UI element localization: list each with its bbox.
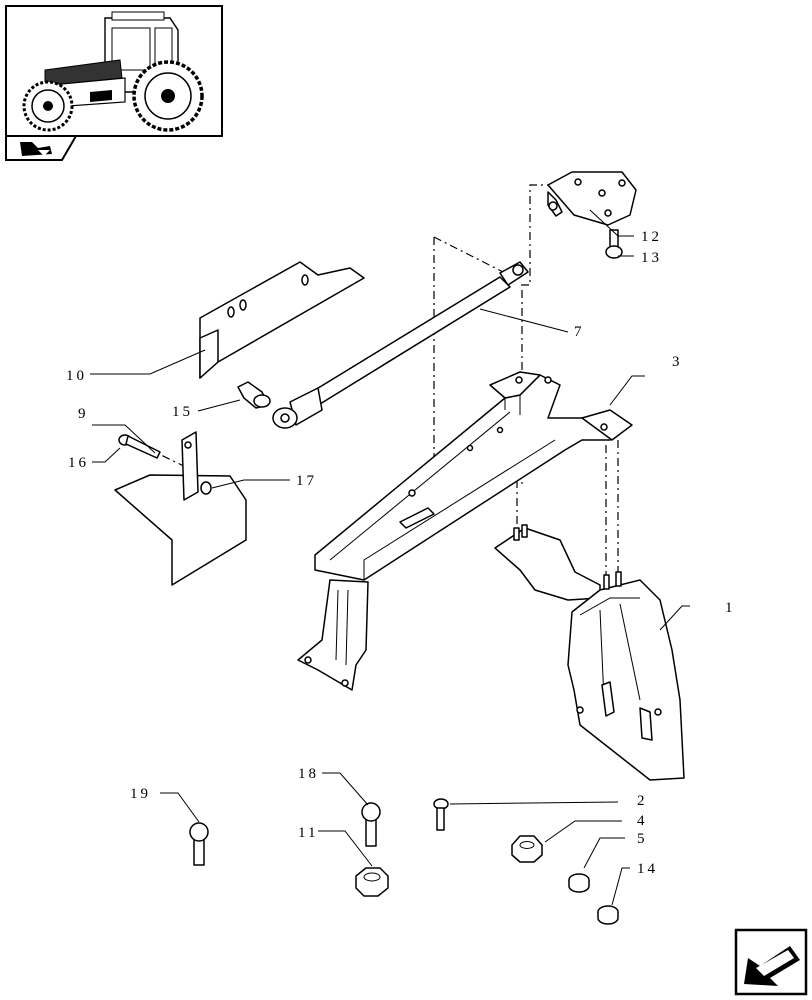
callout-17: 17 (296, 473, 317, 489)
callout-12: 12 (641, 229, 662, 245)
part-15-stud (237, 381, 271, 409)
callout-15: 15 (172, 404, 193, 420)
callout-1: 1 (725, 600, 736, 616)
leg-studs (513, 524, 622, 590)
callout-10: 10 (66, 368, 87, 384)
part-5-washer (568, 873, 590, 893)
part-13-bolt (605, 229, 623, 259)
part-16-bolt (118, 434, 161, 459)
callout-14: 14 (637, 861, 658, 877)
part-18-bolt (361, 802, 381, 847)
part-7-gas-strut (272, 261, 529, 429)
callout-13: 13 (641, 250, 662, 266)
part-1-leg (494, 527, 685, 781)
part-3-frame (297, 371, 633, 691)
part-17-cover (114, 474, 247, 586)
part-9-tab (181, 431, 212, 501)
callout-19: 19 (130, 786, 151, 802)
part-12-bracket (547, 171, 637, 226)
callout-labels: 1 2 3 4 5 7 9 10 11 12 13 14 15 16 17 18… (66, 229, 736, 877)
part-4-nut (511, 835, 543, 863)
callout-9: 9 (78, 406, 89, 422)
part-10-angle-bracket (199, 261, 365, 379)
section-folder-icon[interactable] (5, 135, 78, 161)
part-14-washer (597, 905, 619, 925)
callout-3: 3 (672, 354, 683, 370)
part-2-bolt (433, 798, 449, 831)
next-page-arrow-icon[interactable] (734, 928, 808, 996)
callout-4: 4 (637, 813, 648, 829)
callout-18: 18 (298, 766, 319, 782)
callout-5: 5 (637, 831, 648, 847)
callout-7: 7 (574, 324, 585, 340)
part-11-nut (355, 867, 389, 897)
part-19-bolt (189, 822, 209, 866)
callout-16: 16 (68, 455, 89, 471)
callout-2: 2 (637, 793, 648, 809)
callout-11: 11 (298, 825, 318, 841)
leader-lines (90, 209, 690, 906)
tractor-thumbnail[interactable] (5, 5, 223, 137)
